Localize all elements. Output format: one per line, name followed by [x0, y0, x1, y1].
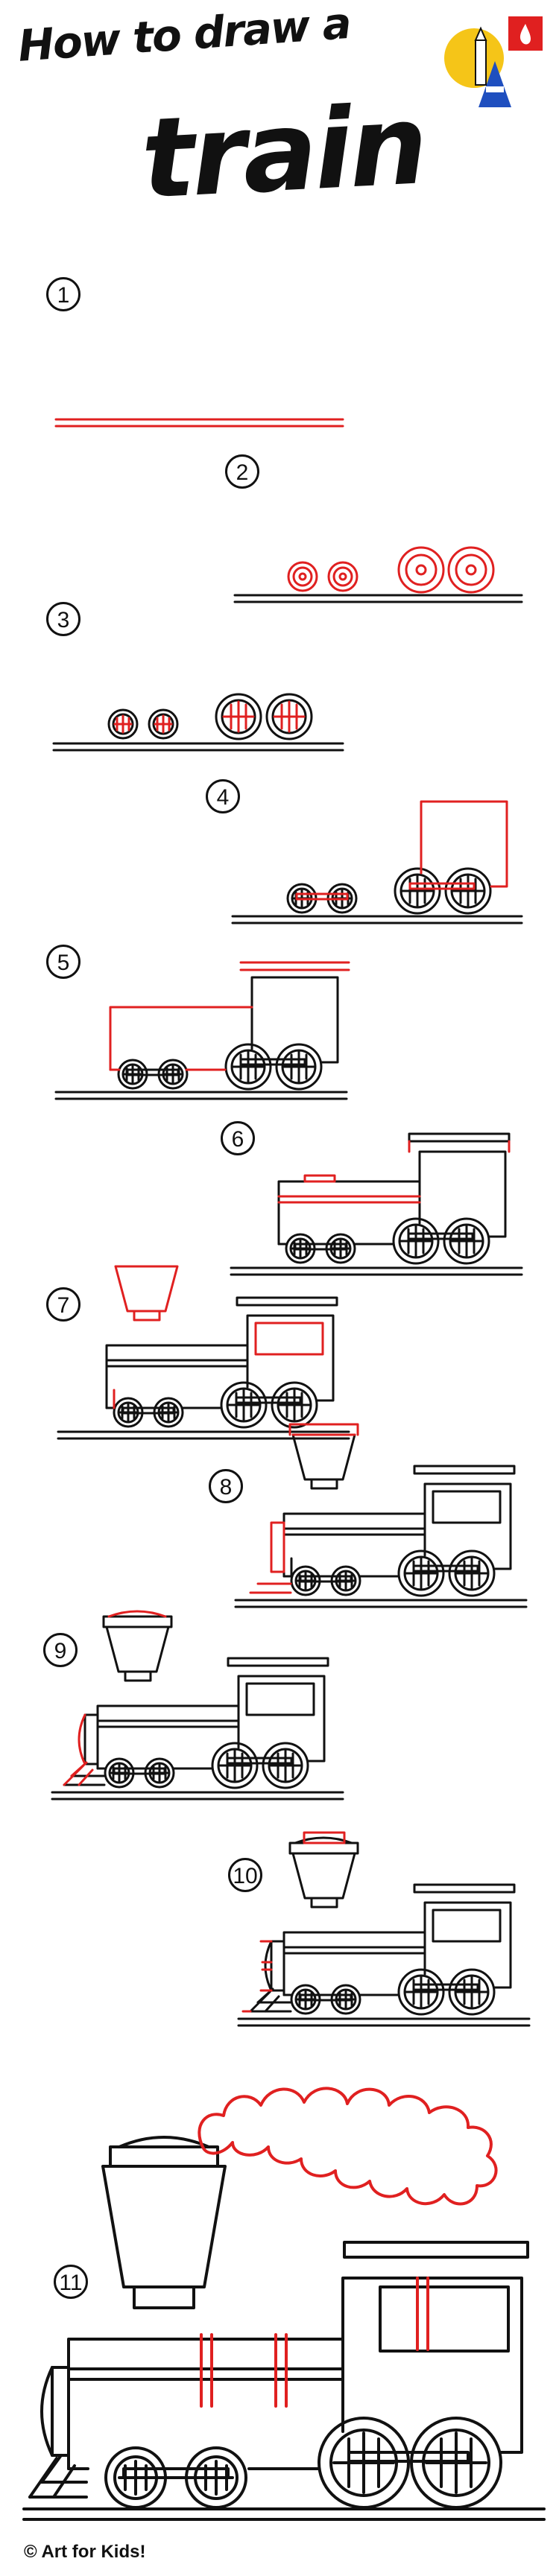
step-number-5: 5 [46, 945, 80, 979]
step-10-drawing [237, 1831, 531, 2027]
art-for-kids-logo-icon [444, 16, 543, 107]
step-number-10: 10 [228, 1858, 262, 1892]
step-6-drawing [230, 1132, 523, 1276]
step-number-4: 4 [206, 779, 240, 813]
step-number-11: 11 [54, 2265, 88, 2299]
step-1-drawing [54, 418, 344, 428]
step-11-drawing [22, 2087, 546, 2521]
step-7-drawing [57, 1265, 350, 1440]
step-2-drawing [233, 546, 523, 603]
footer-credit: © Art for Kids! [24, 2542, 146, 2562]
step-5-drawing [54, 961, 350, 1100]
step-number-7: 7 [46, 1287, 80, 1322]
step-number-8: 8 [209, 1469, 243, 1503]
step-4-drawing [231, 800, 523, 924]
step-number-9: 9 [43, 1633, 78, 1667]
step-number-1: 1 [46, 277, 80, 311]
step-3-drawing [52, 693, 344, 752]
step-8-drawing [234, 1423, 528, 1608]
step-number-2: 2 [225, 454, 259, 489]
step-number-3: 3 [46, 602, 80, 636]
step-9-drawing [51, 1610, 344, 1801]
step-number-6: 6 [221, 1121, 255, 1155]
